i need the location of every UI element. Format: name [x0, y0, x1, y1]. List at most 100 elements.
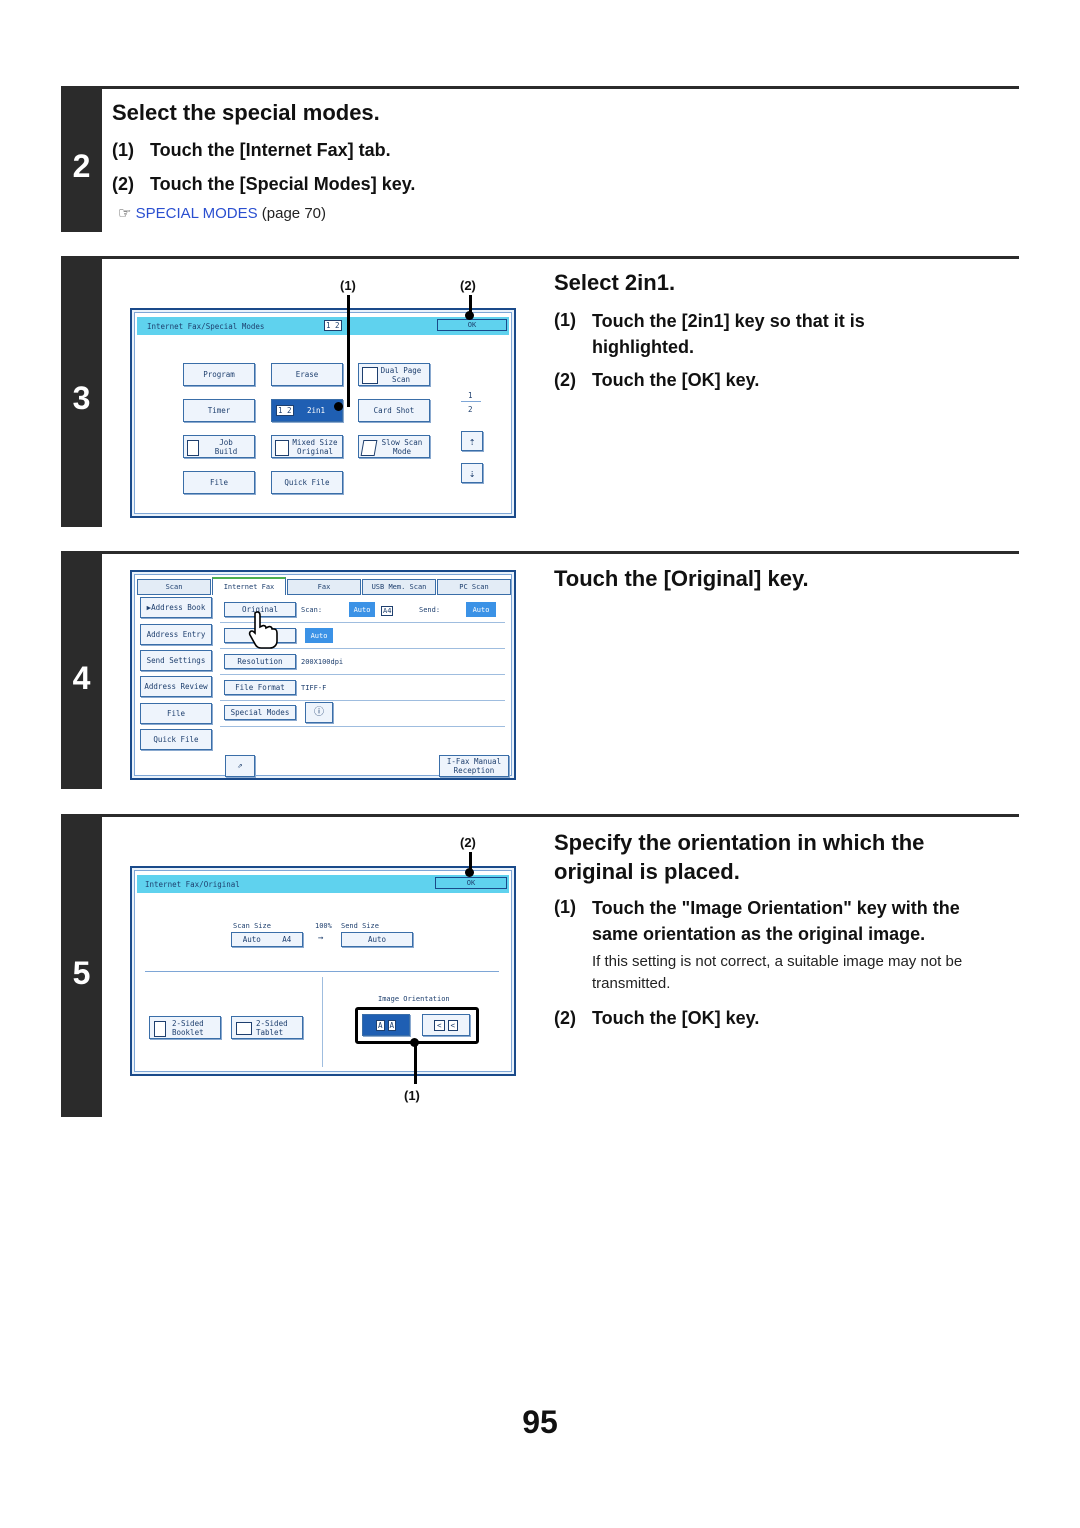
- screen-title-bar: Internet Fax/Special Modes 1 2: [137, 317, 509, 335]
- slow-scan-mode-button[interactable]: Slow Scan Mode: [358, 435, 430, 458]
- program-button[interactable]: Program: [183, 363, 255, 386]
- timer-button[interactable]: Timer: [183, 399, 255, 422]
- address-book-button[interactable]: ▶Address Book: [140, 597, 212, 618]
- job-build-icon: [187, 440, 199, 456]
- callout-dot-1: [334, 402, 343, 411]
- job-build-button[interactable]: Job Build: [183, 435, 255, 458]
- dual-page-scan-label: Dual Page Scan: [380, 365, 422, 384]
- expand-icon[interactable]: ⇗: [225, 755, 255, 777]
- step-2-item-2-num: (2): [112, 174, 134, 194]
- step-3-item-1-num: (1): [554, 310, 576, 330]
- file-button[interactable]: File: [183, 471, 255, 494]
- image-orientation-label: Image Orientation: [378, 995, 450, 1003]
- scan-size-button[interactable]: Auto A4: [231, 932, 303, 947]
- ifax-manual-reception-button[interactable]: I-Fax Manual Reception: [439, 755, 509, 777]
- quick-file-button[interactable]: Quick File: [140, 729, 212, 750]
- dual-page-scan-button[interactable]: Dual Page Scan: [358, 363, 430, 386]
- tab-usb-mem-scan[interactable]: USB Mem. Scan: [362, 579, 436, 595]
- send-settings-button[interactable]: Send Settings: [140, 650, 212, 671]
- step-5-note: If this setting is not correct, a suitab…: [592, 953, 963, 992]
- scan-size-a4: A4: [282, 935, 292, 944]
- address-book-label: Address Book: [151, 603, 206, 612]
- scan-value: Auto: [349, 602, 375, 617]
- special-modes-button[interactable]: Special Modes: [224, 705, 296, 720]
- step-3-item-1-text: Touch the [2in1] key so that it is highl…: [592, 311, 865, 357]
- step-5-item-1-text: Touch the "Image Orientation" key with t…: [592, 898, 960, 944]
- card-shot-button[interactable]: Card Shot: [358, 399, 430, 422]
- tab-internet-fax[interactable]: Internet Fax: [212, 577, 286, 595]
- step-5-bar: [61, 814, 102, 1117]
- page-number: 95: [522, 1404, 558, 1440]
- step-5-callout-1: (1): [404, 1088, 420, 1103]
- address-review-button[interactable]: Address Review: [140, 676, 212, 697]
- job-build-label: Job Build: [214, 437, 238, 456]
- callout-dot-1: [410, 1038, 419, 1047]
- send-size-button[interactable]: Auto: [341, 932, 413, 947]
- address-entry-button[interactable]: Address Entry: [140, 624, 212, 645]
- file-format-button[interactable]: File Format: [224, 680, 296, 695]
- page-number-current: 1: [468, 391, 473, 400]
- file-button[interactable]: File: [140, 703, 212, 724]
- step-2-bar: [61, 86, 102, 232]
- callout-line-1: [414, 1040, 417, 1084]
- step-2-item-1-num: (1): [112, 140, 134, 160]
- arrow-right-icon: ➞: [318, 934, 324, 944]
- scroll-up-icon[interactable]: ⇡: [461, 431, 483, 451]
- scroll-down-icon[interactable]: ⇣: [461, 463, 483, 483]
- row-divider: [220, 700, 505, 701]
- mixed-size-original-button[interactable]: Mixed Size Original: [271, 435, 343, 458]
- orientation-upright-button[interactable]: A A: [362, 1014, 410, 1036]
- step-2-reference: ☞ SPECIAL MODES (page 70): [118, 204, 326, 222]
- step-2-item-1-text: Touch the [Internet Fax] tab.: [150, 140, 391, 160]
- step-2-rule: [61, 86, 1019, 89]
- step-3-bar: [61, 256, 102, 527]
- step-3-callout-2: (2): [460, 278, 476, 293]
- tab-fax[interactable]: Fax: [287, 579, 361, 595]
- step-5-item-2-text: Touch the [OK] key.: [592, 1008, 760, 1028]
- step-2-item-1: (1) Touch the [Internet Fax] tab.: [112, 140, 391, 161]
- step-5-callout-2: (2): [460, 835, 476, 850]
- slow-scan-label: Slow Scan Mode: [381, 437, 423, 456]
- step-2-number: 2: [72, 148, 91, 184]
- resolution-button[interactable]: Resolution: [224, 654, 296, 669]
- erase-button[interactable]: Erase: [271, 363, 343, 386]
- 2in1-label: 2in1: [306, 406, 326, 415]
- step-5-number: 5: [72, 955, 91, 991]
- 2in1-button[interactable]: 1 2 2in1: [271, 399, 343, 422]
- ok-button[interactable]: OK: [437, 319, 507, 331]
- internet-fax-screen: Scan Internet Fax Fax USB Mem. Scan PC S…: [130, 570, 516, 780]
- step-5-item-2-num: (2): [554, 1008, 576, 1028]
- scan-label: Scan:: [301, 606, 323, 614]
- special-modes-link[interactable]: SPECIAL MODES: [135, 205, 258, 222]
- step-3-title: Select 2in1.: [554, 270, 676, 295]
- 2-sided-booklet-button[interactable]: 2-Sided Booklet: [149, 1016, 221, 1039]
- page-indicator: 1 2: [324, 320, 342, 331]
- dual-page-icon: [362, 367, 378, 384]
- scan-size-auto: Auto: [242, 935, 261, 944]
- upright-a-icon: A: [375, 1019, 385, 1031]
- step-3-number: 3: [72, 380, 91, 416]
- tab-pc-scan[interactable]: PC Scan: [437, 579, 511, 595]
- step-3-rule: [61, 256, 1019, 259]
- ok-button[interactable]: OK: [435, 877, 507, 889]
- step-5-title: Specify the orientation in which the ori…: [554, 830, 925, 884]
- step-4-title: Touch the [Original] key.: [554, 566, 809, 591]
- resolution-value: 200X100dpi: [301, 658, 344, 666]
- booklet-label: 2-Sided Booklet: [172, 1018, 204, 1037]
- orientation-sideways-button[interactable]: < <: [422, 1014, 470, 1036]
- step-3-item-2-text: Touch the [OK] key.: [592, 370, 760, 390]
- mixed-size-icon: [275, 440, 289, 456]
- callout-dot-2: [465, 868, 474, 877]
- screen-title: Internet Fax/Special Modes: [147, 322, 265, 331]
- special-modes-screen: Internet Fax/Special Modes 1 2 OK Progra…: [130, 308, 516, 518]
- triangle-icon: ▶: [146, 603, 152, 612]
- 2-sided-tablet-button[interactable]: 2-Sided Tablet: [231, 1016, 303, 1039]
- quick-file-button[interactable]: Quick File: [271, 471, 343, 494]
- info-icon[interactable]: ⓘ: [305, 702, 333, 723]
- section-divider: [145, 971, 499, 972]
- step-4-number: 4: [72, 660, 91, 696]
- row-divider: [220, 622, 505, 623]
- step-4-rule: [61, 551, 1019, 554]
- tab-scan[interactable]: Scan: [137, 579, 211, 595]
- file-format-value: TIFF-F: [301, 684, 327, 692]
